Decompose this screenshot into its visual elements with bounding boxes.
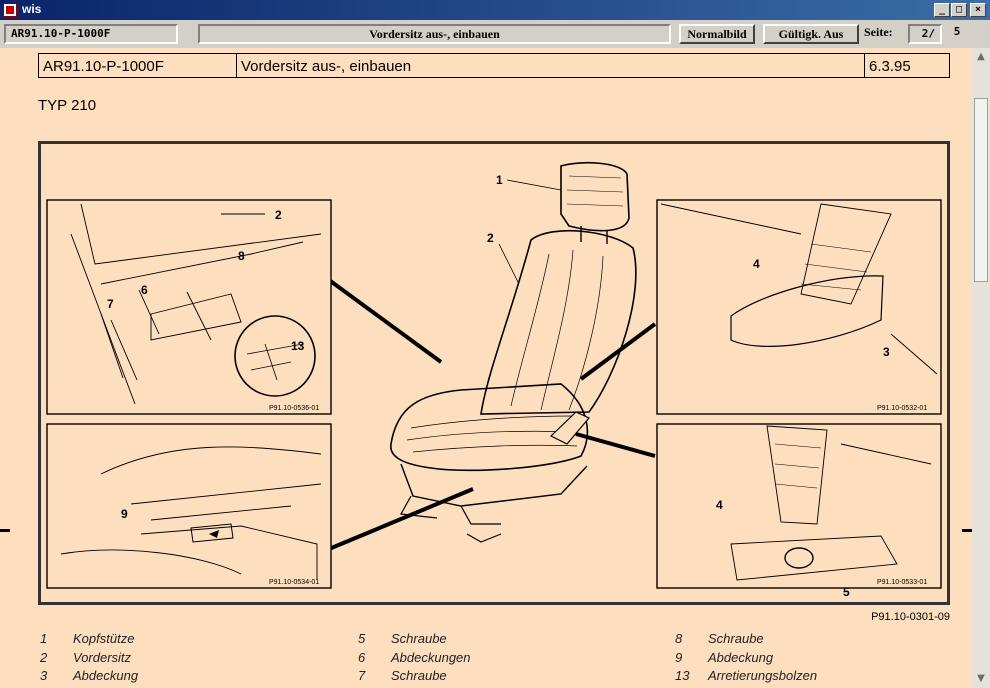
tl-label-6: 6 xyxy=(141,283,148,297)
br-code: P91.10-0533-01 xyxy=(877,579,927,586)
doc-id-field: AR91.10-P-1000F xyxy=(4,24,178,44)
tl-callouts: 2 8 6 7 13 P91.10-0536-01 xyxy=(107,208,319,412)
header-code: AR91.10-P-1000F xyxy=(39,54,237,77)
seat-diagram: 1 2 2 8 6 7 13 xyxy=(38,141,950,605)
window-title: wis xyxy=(22,2,42,16)
panel-top-right xyxy=(656,199,942,415)
tl-label-8: 8 xyxy=(238,249,245,263)
seat-illustration xyxy=(390,161,637,543)
tr-code: P91.10-0532-01 xyxy=(877,405,927,412)
tr-label-3: 3 xyxy=(883,345,890,359)
close-button[interactable]: × xyxy=(970,3,986,17)
main-label-2: 2 xyxy=(487,231,494,245)
panel-top-left xyxy=(46,199,332,415)
main-callouts: 1 2 xyxy=(487,173,503,245)
panel-bottom-right xyxy=(656,423,942,589)
tr-label-4: 4 xyxy=(753,257,760,271)
br-callouts: 4 5 P91.10-0533-01 xyxy=(716,498,927,599)
panel-bottom-left xyxy=(46,423,332,589)
br-label-5: 5 xyxy=(843,585,850,599)
title-bar: wis _ □ × xyxy=(0,0,990,20)
scroll-up-icon[interactable]: ▲ xyxy=(977,51,985,62)
tl-code: P91.10-0536-01 xyxy=(269,405,319,412)
main-label-1: 1 xyxy=(496,173,503,187)
page-mark-left xyxy=(0,529,10,532)
document-header-table: AR91.10-P-1000F Vordersitz aus-, einbaue… xyxy=(38,53,950,78)
bl-callouts: 9 P91.10-0534-01 xyxy=(121,507,319,586)
br-label-4: 4 xyxy=(716,498,723,512)
scroll-thumb[interactable] xyxy=(974,98,988,282)
tl-label-13: 13 xyxy=(291,339,305,353)
connector-lines xyxy=(327,278,657,551)
maximize-button[interactable]: □ xyxy=(951,3,967,17)
tl-label-7: 7 xyxy=(107,297,114,311)
vertical-scrollbar[interactable]: ▲ ▼ xyxy=(972,48,990,688)
tr-callouts: 4 3 P91.10-0532-01 xyxy=(753,257,927,412)
seite-label: Seite: xyxy=(862,24,908,44)
page-mark-right xyxy=(962,529,972,532)
vehicle-type: TYP 210 xyxy=(38,97,97,114)
page-current: 2/ xyxy=(908,24,942,44)
header-date: 6.3.95 xyxy=(869,58,911,75)
scroll-down-icon[interactable]: ▼ xyxy=(977,673,985,684)
figure-reference: P91.10-0301-09 xyxy=(871,611,950,623)
header-title: Vordersitz aus-, einbauen xyxy=(237,54,865,77)
tl-label-2: 2 xyxy=(275,208,282,222)
app-icon xyxy=(3,3,17,17)
toolbar: AR91.10-P-1000F Vordersitz aus-, einbaue… xyxy=(0,20,990,49)
minimize-button[interactable]: _ xyxy=(934,3,950,17)
document-view: AR91.10-P-1000F Vordersitz aus-, einbaue… xyxy=(0,48,972,688)
bl-code: P91.10-0534-01 xyxy=(269,579,319,586)
bl-label-9: 9 xyxy=(121,507,128,521)
doc-title-field: Vordersitz aus-, einbauen xyxy=(198,24,671,44)
page-total: 5 xyxy=(944,24,970,44)
normalbild-button[interactable]: Normalbild xyxy=(679,24,755,44)
gueltigkeit-button[interactable]: Gültigk. Aus xyxy=(763,24,859,44)
